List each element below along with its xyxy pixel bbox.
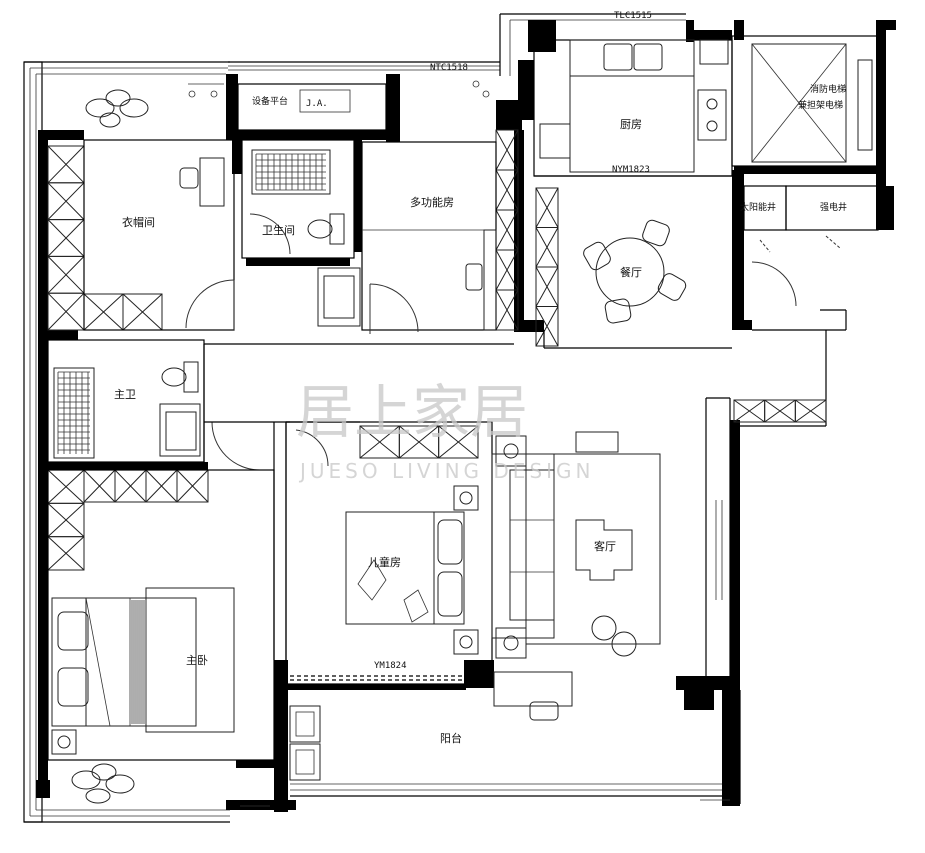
living-room-label: 客厅 [594, 539, 616, 553]
balcony: 阳台 [289, 705, 462, 781]
watermark-cn: 居上家居 [296, 378, 528, 446]
multi-room-label: 多功能房 [410, 195, 454, 209]
bathroom-label: 卫生间 [262, 223, 295, 237]
master-bedroom: 主卧 [47, 469, 275, 761]
svg-text:J.A.: J.A. [306, 99, 328, 109]
dining: 餐厅 [583, 219, 687, 324]
master-bedroom-label: 主卧 [186, 654, 208, 667]
cloakroom-label: 衣帽间 [122, 215, 155, 229]
kitchen: 厨房 NYM1823 [533, 39, 733, 177]
elevator: 消防电梯 兼担架电梯 [751, 43, 873, 163]
kids-room-label: 儿童房 [368, 555, 401, 569]
shafts: 太阳能井 强电井 [740, 185, 879, 307]
plant-top-left-icon [85, 89, 149, 128]
master-bath-label: 主卫 [114, 388, 136, 401]
corridor-sink-icon [317, 267, 361, 327]
power-shaft-label: 强电井 [820, 201, 847, 213]
equipment-platform-label: 设备平台 [252, 95, 288, 107]
plant-bottom-left-icon [71, 763, 135, 804]
elevator-label: 消防电梯 [810, 83, 846, 95]
bathroom: 卫生间 [241, 139, 355, 259]
cloakroom: 衣帽间 [83, 139, 235, 331]
solar-shaft-label: 太阳能井 [740, 201, 776, 213]
multi-room: 多功能房 [361, 141, 497, 334]
window-code-left: NTC1518 [430, 63, 468, 73]
master-bath: 主卫 [47, 339, 261, 471]
walls [36, 20, 896, 812]
kids-door-code: YM1824 [374, 661, 407, 671]
window-ticks [188, 83, 730, 807]
watermark-en: JUESO LIVING DESIGN [298, 459, 595, 483]
watermark: 居上家居 JUESO LIVING DESIGN [296, 378, 595, 483]
dining-label: 餐厅 [620, 265, 642, 279]
kitchen-door-code: NYM1823 [612, 165, 650, 175]
elevator-label-2: 兼担架电梯 [798, 99, 843, 111]
living-room: 客厅 [491, 431, 661, 721]
window-code-top: TLC1515 [614, 11, 652, 21]
equipment-platform: J.A. 设备平台 [188, 80, 490, 131]
kitchen-label: 厨房 [620, 118, 642, 131]
balcony-label: 阳台 [440, 731, 462, 745]
